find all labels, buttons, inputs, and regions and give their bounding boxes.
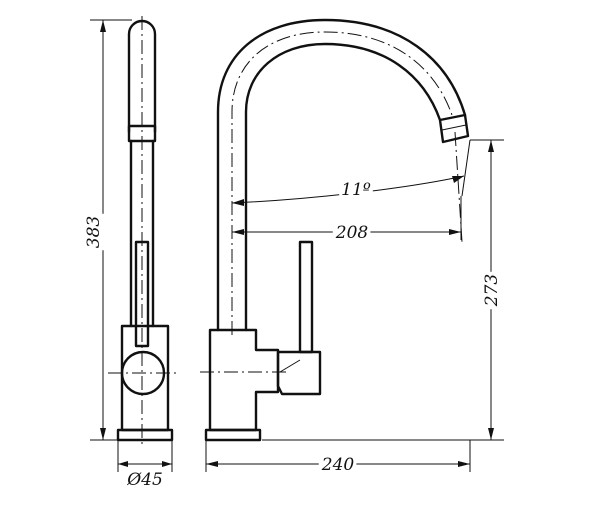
front-spout-tip <box>438 113 470 144</box>
label-background <box>318 455 357 475</box>
front-lever-detail <box>279 359 301 373</box>
side-spout-neck <box>129 139 155 328</box>
front-spout-inner <box>244 42 442 332</box>
side-view <box>108 16 180 448</box>
dimension-total-width: 240 <box>205 440 471 475</box>
spout-reach-label: 208 <box>335 223 369 243</box>
base-diameter-label: Ø45 <box>126 470 163 490</box>
front-base-plate <box>204 428 262 442</box>
dimension-total-height: 383 <box>84 19 132 441</box>
dimension-spout-reach: 208 <box>232 196 462 243</box>
label-background <box>482 271 502 310</box>
front-stream-angle-ref <box>461 139 471 197</box>
front-spout-tip-band <box>441 124 467 131</box>
label-background <box>84 213 104 251</box>
side-body <box>120 324 170 432</box>
front-lever-block <box>276 350 322 396</box>
label-background <box>332 223 371 243</box>
spout-height-label: 273 <box>482 274 502 307</box>
total-width-label: 240 <box>321 455 355 475</box>
spout-angle-label: 11º <box>341 180 371 200</box>
front-lever-stem <box>298 240 314 354</box>
front-view <box>200 18 471 442</box>
label-background <box>339 180 373 200</box>
front-body <box>208 328 280 432</box>
front-spout-outer <box>216 18 467 332</box>
dimension-base-diameter: Ø45 <box>117 440 173 490</box>
front-spout-centerline <box>231 31 454 335</box>
dimension-spout-angle: 11º <box>231 175 465 206</box>
dimension-spout-height: 273 <box>262 139 504 441</box>
side-base-plate <box>116 428 174 442</box>
total-height-label: 383 <box>84 216 104 248</box>
label-background <box>124 470 165 490</box>
